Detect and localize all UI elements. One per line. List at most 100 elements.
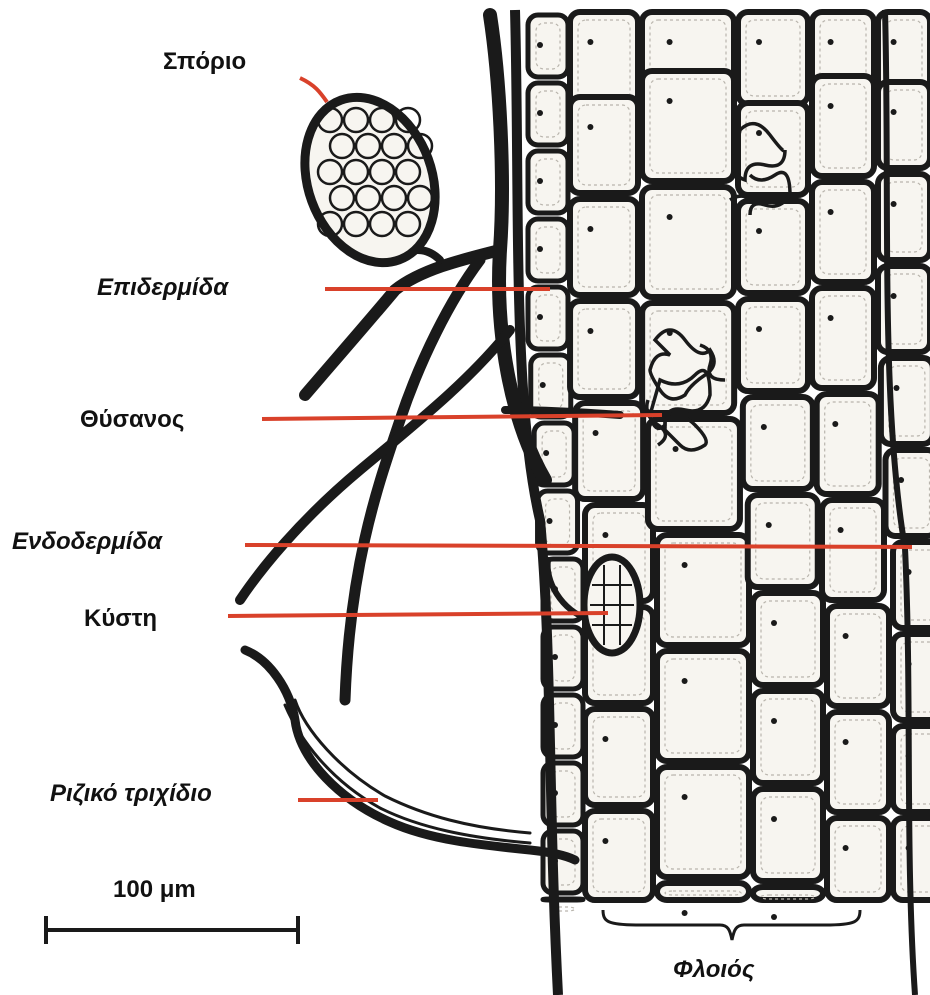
cell-nucleus: [587, 39, 593, 45]
root-cell: [585, 709, 653, 805]
cell-nucleus: [537, 178, 543, 184]
root-cell: [657, 651, 749, 761]
label-endodermis: Ενδοδερμίδα: [12, 530, 162, 554]
label-root-hair: Ριζικό τριχίδιο: [50, 782, 212, 806]
cell-nucleus: [756, 39, 762, 45]
cell-nucleus: [756, 130, 762, 136]
root-cell: [812, 76, 874, 176]
cell-nucleus: [587, 226, 593, 232]
cell-nucleus: [771, 718, 777, 724]
cell-nucleus: [828, 209, 834, 215]
root-cell: [528, 219, 568, 281]
label-scale-bar: 100 μm: [113, 878, 196, 902]
label-vesicle: Κύστη: [84, 607, 157, 631]
label-epidermis: Επιδερμίδα: [97, 276, 228, 300]
root-cell: [738, 12, 808, 104]
cell-nucleus: [761, 424, 767, 430]
cell-nucleus: [537, 246, 543, 252]
label-arbuscule: Θύσανος: [80, 408, 184, 432]
cell-nucleus: [540, 382, 546, 388]
cell-nucleus: [891, 201, 897, 207]
root-cell: [528, 287, 568, 349]
cell-nucleus: [587, 124, 593, 130]
label-cortex: Φλοιός: [673, 958, 755, 982]
cell-nucleus: [828, 315, 834, 321]
root-cell: [812, 182, 874, 282]
cell-nucleus: [838, 527, 844, 533]
cell-nucleus: [547, 518, 553, 524]
scale-bar: [46, 916, 298, 944]
cell-nucleus: [891, 39, 897, 45]
cell-nucleus: [891, 293, 897, 299]
root-cells: [528, 12, 930, 932]
cell-nucleus: [828, 39, 834, 45]
root-cell: [570, 12, 638, 108]
cell-nucleus: [673, 446, 679, 452]
root-cell: [648, 419, 740, 529]
cell-nucleus: [537, 110, 543, 116]
root-cell: [893, 634, 930, 720]
cell-nucleus: [667, 214, 673, 220]
cell-nucleus: [682, 562, 688, 568]
cell-nucleus: [537, 42, 543, 48]
root-cell: [812, 288, 874, 388]
cell-nucleus: [682, 910, 688, 916]
cell-nucleus: [667, 98, 673, 104]
root-cell: [570, 301, 638, 397]
root-cell: [528, 15, 568, 77]
cell-nucleus: [832, 421, 838, 427]
cell-nucleus: [602, 532, 608, 538]
root-cell: [657, 767, 749, 877]
cell-nucleus: [682, 678, 688, 684]
cell-nucleus: [894, 385, 900, 391]
leader-line-endodermis: [245, 545, 912, 547]
root-cell: [827, 606, 889, 706]
cell-nucleus: [587, 328, 593, 334]
cell-nucleus: [828, 103, 834, 109]
cell-nucleus: [543, 450, 549, 456]
cell-nucleus: [843, 633, 849, 639]
root-hair: [245, 650, 575, 860]
root-cell: [817, 394, 879, 494]
cell-nucleus: [537, 314, 543, 320]
cell-nucleus: [602, 736, 608, 742]
cell-nucleus: [756, 228, 762, 234]
root-cell: [570, 97, 638, 193]
cell-nucleus: [843, 739, 849, 745]
root-cell: [753, 691, 823, 783]
root-cell: [738, 103, 808, 195]
root-cell: [822, 500, 884, 600]
cell-nucleus: [891, 109, 897, 115]
root-cell: [753, 789, 823, 881]
cell-nucleus: [771, 620, 777, 626]
root-cell: [528, 83, 568, 145]
label-spore: Σπόριο: [163, 50, 246, 74]
cortex-brace: [603, 910, 860, 940]
cell-nucleus: [843, 845, 849, 851]
vesicle: [584, 557, 640, 653]
root-cell: [528, 151, 568, 213]
cell-nucleus: [593, 430, 599, 436]
cell-nucleus: [667, 39, 673, 45]
root-cell: [642, 187, 734, 297]
root-cell: [585, 811, 653, 900]
root-cell: [827, 712, 889, 812]
cell-nucleus: [771, 914, 777, 920]
root-cell: [543, 899, 583, 900]
root-cell: [743, 397, 813, 489]
root-cell: [738, 299, 808, 391]
root-cell: [753, 593, 823, 685]
root-cell: [657, 535, 749, 645]
root-cell: [570, 199, 638, 295]
root-cell: [893, 542, 930, 628]
cell-nucleus: [771, 816, 777, 822]
cell-nucleus: [766, 522, 772, 528]
cell-nucleus: [682, 794, 688, 800]
cell-nucleus: [552, 654, 558, 660]
cell-nucleus: [602, 838, 608, 844]
root-cell: [642, 71, 734, 181]
leader-line-spore: [300, 78, 327, 102]
cell-nucleus: [756, 326, 762, 332]
